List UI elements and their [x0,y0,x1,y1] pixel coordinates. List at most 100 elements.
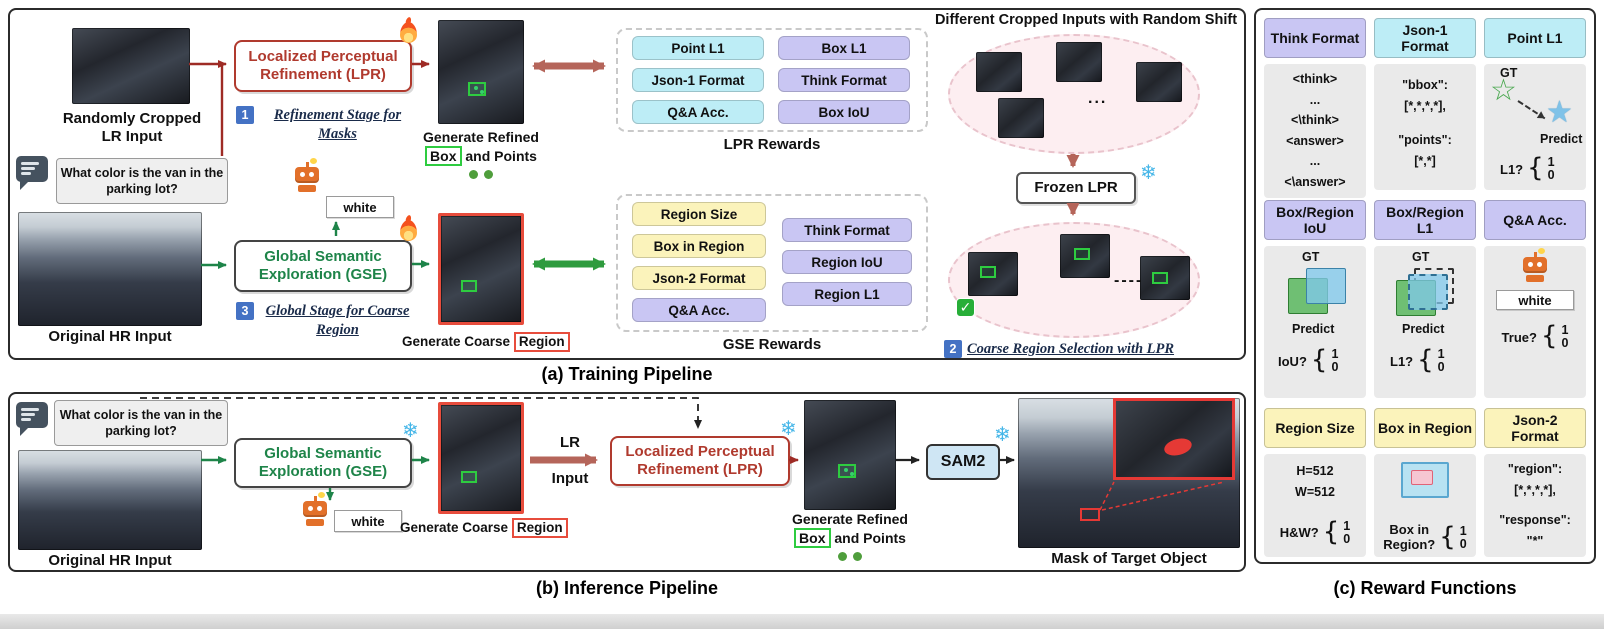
reward-pill: Q&A Acc. [632,298,766,322]
reward-question: L1? [1390,353,1414,369]
gt-star-icon: ☆ [1490,73,1517,108]
hr-input-image [18,450,202,550]
cropped-inputs-ellipse: ... [948,34,1200,154]
lr-word: LR [560,434,580,451]
brace: { [1310,345,1328,376]
reward-pill: Region Size [632,202,766,226]
reward-question: IoU? [1278,353,1307,369]
gse-module: Global Semantic Exploration (GSE) [234,240,412,292]
refined-caption-text: Generate Refined [792,511,908,527]
predict-label: Predict [1540,132,1583,146]
think-line: <answer> [1286,133,1344,148]
predicted-box-overlay [1074,248,1090,260]
think-line: <\think> [1291,113,1339,127]
outcome-one: 1 [1459,523,1467,538]
dashed-arrow [1517,100,1546,120]
predicted-point [844,468,848,472]
json-line: "points": [1398,133,1452,147]
lpr-module: Localized Perceptual Refinement (LPR) [234,40,412,92]
predicted-point [480,90,484,94]
fire-icon [400,22,417,43]
brace: { [1417,345,1434,376]
crop-thumbnail [1056,42,1102,82]
brace: { [1527,153,1544,184]
stage-2-label: 2 Coarse Region Selection with LPR [944,340,1250,359]
region-word: Region [513,332,570,352]
check-icon: ✓ [956,298,975,317]
crop-thumbnail [1140,256,1190,300]
reward-card-body: "region": [*,*,*,*], "response": "*" [1484,454,1586,557]
refined-caption-text: Generate Refined [423,129,539,145]
stage-1-label: 1 Refinement Stage for Masks [236,106,416,144]
caption-b: (b) Inference Pipeline [535,578,719,598]
stage-3-label: 3 Global Stage for Coarse Region [236,302,416,340]
gt-label: GT [1500,66,1518,80]
stage-number-badge: 2 [944,340,962,358]
predicted-box-overlay [461,471,477,483]
green-dot [484,170,493,180]
brace: { [1322,517,1340,548]
reward-question: True? [1501,329,1537,345]
target-mask-blob [1162,435,1194,459]
outcome-one: 1 [1437,347,1445,361]
answer-box: white [334,510,402,532]
crop-thumbnail [968,252,1018,296]
gse-module: Global Semantic Exploration (GSE) [234,438,412,488]
predict-label: Predict [1402,322,1445,336]
snowflake-icon: ❄ [402,418,419,442]
reward-card-header: Json-2 Format [1484,408,1586,448]
reward-card-header: Point L1 [1484,18,1586,58]
crop-thumbnail [976,52,1022,92]
outcome-zero: 0 [1459,537,1467,552]
json-line: [*,*] [1414,153,1436,168]
selected-crops-ellipse: ---- ✓ [948,222,1200,338]
snowflake-icon: ❄ [994,422,1011,446]
predict-box [1306,268,1346,304]
zoom-inset [1113,398,1235,480]
robot-icon [294,158,320,192]
hr-input-label: Original HR Input [48,552,172,569]
predict-box [1408,274,1448,310]
reward-pill: Json-1 Format [632,68,764,92]
input-word: Input [551,470,589,487]
green-dot [469,170,478,180]
hr-input-label: Original HR Input [48,328,172,345]
speech-bubble-icon [16,402,48,436]
predicted-box-overlay [1152,272,1168,284]
green-dot [838,552,847,562]
reward-functions-panel: Think Format <think> ... <\think> <answe… [1254,8,1596,564]
box-word: Box [425,146,462,167]
reward-card-header: Think Format [1264,18,1366,58]
refined-output-image [804,400,896,510]
reward-card-json2: Json-2 Format "region": [*,*,*,*], "resp… [1484,408,1586,557]
green-dots [772,552,928,562]
lpr-rewards-title: LPR Rewards [723,136,821,153]
box-word: Box [794,528,831,549]
target-box-marker [1080,508,1100,521]
predicted-point [850,472,854,476]
reward-card-body: "bbox": [*,*,*,*], "points": [*,*] [1374,64,1476,190]
mask-output-image [1018,398,1240,548]
speech-bubble-icon [16,156,48,190]
answer-box: white [326,196,394,218]
green-dots [404,170,558,180]
stage-2-text: Coarse Region Selection with LPR [967,341,1175,357]
json-line: [*,*,*,*], [1404,98,1446,113]
reward-pill: Box in Region [632,234,766,258]
json-line: "*" [1526,533,1544,548]
reward-card-header: Json-1 Format [1374,18,1476,58]
json-line: [*,*,*,*], [1514,482,1556,497]
predict-label: Predict [1292,322,1335,336]
reward-pill: Think Format [778,68,910,92]
outcome-zero: 0 [1547,168,1555,183]
reward-pill: Box L1 [778,36,910,60]
